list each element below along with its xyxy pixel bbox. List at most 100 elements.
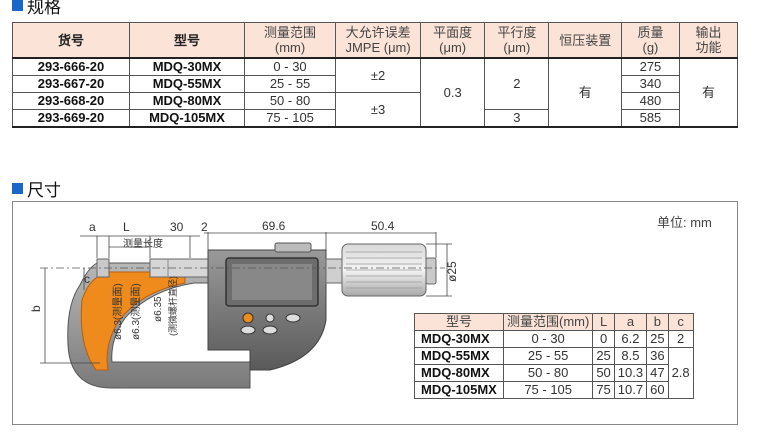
cell-range: 50 - 80 [243,92,337,110]
dim-label-c: c [84,272,90,286]
dim-cell: 10.7 [613,381,648,399]
unit-label: 单位: mm [657,215,712,230]
cell-model: MDQ-105MX [129,109,245,128]
dim-cell: 60 [646,381,669,399]
cell-mass: 340 [620,75,680,93]
header-flatness: 平面度(μm) [420,22,486,59]
spec-section-title: 规格 [27,0,61,17]
table-row: MDQ-80MX 50 - 80 50 10.3 47 [414,364,694,382]
button-right-icon [285,313,301,323]
dim-cell: 50 - 80 [502,364,594,382]
dim-section-heading: 尺寸 [12,176,61,201]
dim-header-L: L [592,313,615,331]
header-model: 型号 [129,22,245,59]
dim-cell: 25 [592,347,615,365]
header-constant-pressure: 恒压装置 [548,22,622,59]
dim-cell: 75 [592,381,615,399]
section-square-icon [12,0,23,11]
table-row: 293-668-20 MDQ-80MX 50 - 80 ±3 480 [11,92,738,128]
dim-header-row: 型号 测量范围(mm) L a b c [414,313,694,331]
dim-label-meas-len: 测量长度 [123,237,163,250]
dimension-panel [12,201,738,425]
dim-cell: 47 [646,364,669,382]
cell-mass: 585 [620,109,680,128]
cell-code: 293-666-20 [11,57,131,76]
button-center-icon [262,325,278,335]
dim-cell: 75 - 105 [502,381,594,399]
dim-header-c: c [667,313,694,331]
body-top-tab [274,242,312,253]
thimble-knurl [346,251,422,289]
header-code: 货号 [11,22,131,59]
cell-output: 有 [678,57,739,128]
cell-mass: 480 [620,92,680,110]
cell-error: ±3 [335,92,422,128]
dim-cell: 50 [592,364,615,382]
dim-cell: MDQ-80MX [414,364,504,382]
dim-cell: 36 [646,347,669,365]
sleeve [325,258,343,284]
dim-label-phi635: ø6.35 [153,296,164,322]
cell-flatness: 0.3 [420,57,486,128]
dim-header-b: b [646,313,669,331]
dim-header-model: 型号 [414,313,504,331]
dim-label-phi25: ø25 [445,261,459,282]
cell-mass: 275 [620,57,680,76]
header-mass: 质量(g) [620,22,680,59]
dim-cell: 8.5 [613,347,648,365]
dim-cell: MDQ-55MX [414,347,504,365]
header-range: 测量范围(mm) [243,22,337,59]
cell-parallelism: 2 [484,57,550,110]
dimension-table: 型号 测量范围(mm) L a b c MDQ-30MX 0 - 30 0 6.… [414,313,694,399]
cell-code: 293-669-20 [11,109,131,128]
dim-cell: 2.8 [667,347,694,399]
dim-cell: 0 - 30 [502,330,594,348]
dim-cell: 6.2 [613,330,648,348]
dim-label-30: 30 [170,220,184,234]
dim-label-phi63a: ø6.3(测量面) [111,283,124,340]
dim-cell: MDQ-105MX [414,381,504,399]
cell-code: 293-668-20 [11,92,131,110]
cell-range: 25 - 55 [243,75,337,93]
dim-cell: 25 [646,330,669,348]
cell-range: 75 - 105 [243,109,337,128]
cell-parallelism: 3 [484,109,550,128]
dim-label-phi635-note: (测微螺杆直径) [167,276,178,336]
header-output: 输出功能 [678,22,739,59]
ratchet [425,257,437,285]
button-left-icon [240,325,256,335]
dim-cell: 0 [592,330,615,348]
dim-cell: 10.3 [613,364,648,382]
cell-constant-pressure: 有 [548,57,622,128]
table-row: 293-669-20 MDQ-105MX 75 - 105 3 585 [11,109,738,128]
dim-label-2: 2 [201,220,208,234]
cell-code: 293-667-20 [11,75,131,93]
dimension-lines [40,232,452,364]
dim-cell: 25 - 55 [502,347,594,365]
dim-cell: 2 [667,330,694,348]
dim-label-L: L [123,220,130,234]
spec-section-heading: 规格 [12,0,61,18]
table-row: MDQ-55MX 25 - 55 25 8.5 36 2.8 [414,347,694,399]
table-row: 293-666-20 MDQ-30MX 0 - 30 ±2 0.3 2 有 27… [11,57,739,128]
dim-header-range: 测量范围(mm) [502,313,594,331]
dim-label-phi63b: ø6.3(测量面) [129,283,142,340]
cell-model: MDQ-30MX [129,57,245,76]
table-row: MDQ-105MX 75 - 105 75 10.7 60 [414,381,694,399]
button-origin-icon [242,312,254,324]
cell-model: MDQ-80MX [129,92,245,110]
dim-label-50: 50.4 [371,219,395,233]
section-square-icon [12,183,23,194]
button-small-icon [265,313,275,323]
table-row: 293-667-20 MDQ-55MX 25 - 55 340 [11,75,738,93]
dim-section-title: 尺寸 [27,181,61,200]
table-row: MDQ-30MX 0 - 30 0 6.2 25 2 [414,330,694,348]
dim-cell: MDQ-30MX [414,330,504,348]
dim-label-a: a [89,220,96,234]
dim-label-69: 69.6 [262,219,286,233]
header-parallelism: 平行度(μm) [484,22,550,59]
